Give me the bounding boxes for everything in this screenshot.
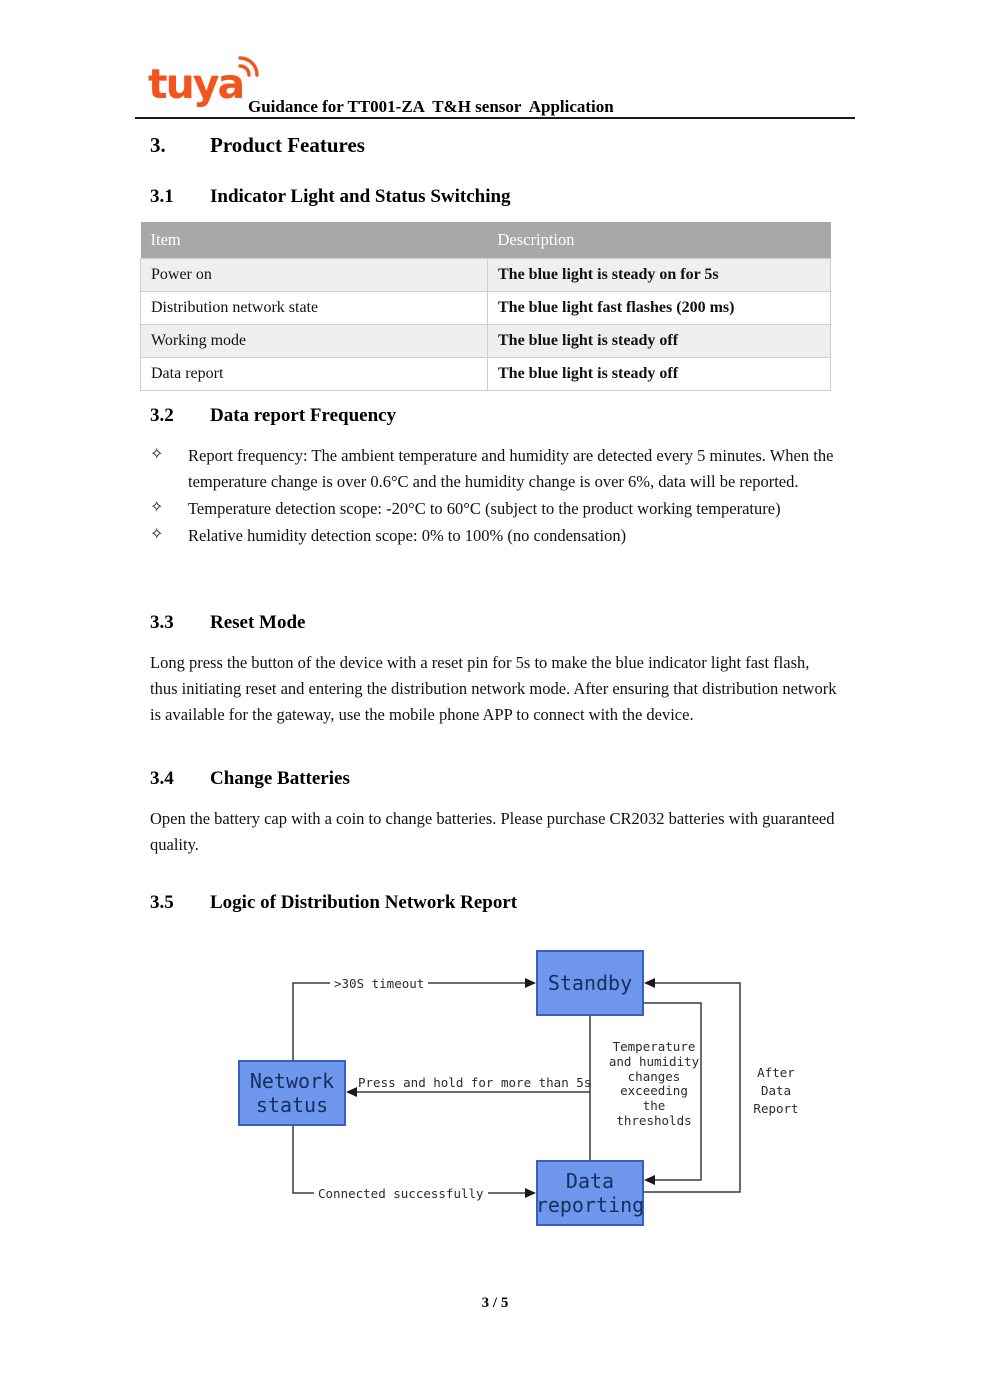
heading-indicator-light: 3.1 Indicator Light and Status Switching bbox=[150, 186, 511, 208]
list-item: ✧ Relative humidity detection scope: 0% … bbox=[150, 523, 840, 549]
table-row: Data report The blue light is steady off bbox=[140, 356, 831, 391]
edge-label-connected: Connected successfully bbox=[314, 1186, 488, 1201]
table-header-row: Item Description bbox=[140, 222, 831, 258]
heading-number: 3.2 bbox=[150, 405, 174, 426]
heading-data-report-frequency: 3.2 Data report Frequency bbox=[150, 405, 396, 427]
cell-item: Distribution network state bbox=[140, 290, 488, 325]
diamond-bullet-icon: ✧ bbox=[150, 526, 164, 543]
heading-text: Change Batteries bbox=[210, 768, 350, 789]
heading-text: Product Features bbox=[210, 133, 365, 157]
reset-mode-paragraph: Long press the button of the device with… bbox=[150, 653, 837, 724]
table-row: Power on The blue light is steady on for… bbox=[140, 257, 831, 292]
heading-network-report-logic: 3.5 Logic of Distribution Network Report bbox=[150, 892, 517, 914]
heading-text: Reset Mode bbox=[210, 612, 306, 633]
cell-description: The blue light fast flashes (200 ms) bbox=[487, 290, 831, 325]
heading-text: Logic of Distribution Network Report bbox=[210, 892, 518, 913]
table-row: Distribution network state The blue ligh… bbox=[140, 290, 831, 325]
bullet-text: Temperature detection scope: -20°C to 60… bbox=[188, 499, 781, 518]
document-title: Guidance for TT001-ZA T&H sensor Applica… bbox=[248, 97, 614, 116]
heading-number: 3.1 bbox=[150, 186, 174, 207]
heading-number: 3. bbox=[150, 133, 166, 157]
list-item: ✧ Temperature detection scope: -20°C to … bbox=[150, 496, 840, 522]
heading-change-batteries: 3.4 Change Batteries bbox=[150, 768, 350, 790]
column-header-description: Description bbox=[487, 222, 831, 258]
cell-description: The blue light is steady off bbox=[487, 356, 831, 391]
frequency-bullet-list: ✧ Report frequency: The ambient temperat… bbox=[150, 443, 840, 550]
tuya-logo-text: tuya bbox=[148, 60, 245, 108]
cell-item: Data report bbox=[140, 356, 488, 391]
node-standby: Standby bbox=[536, 950, 644, 1016]
cell-item: Power on bbox=[140, 257, 488, 292]
edge-label-threshold: Temperature and humidity changes exceedi… bbox=[608, 1039, 700, 1128]
diamond-bullet-icon: ✧ bbox=[150, 446, 164, 463]
flow-connectors bbox=[292, 978, 741, 1198]
heading-number: 3.5 bbox=[150, 892, 174, 913]
edge-label-after-report: After Data Report bbox=[753, 1065, 799, 1116]
tuya-logo: tuya bbox=[148, 56, 259, 108]
list-item: ✧ Report frequency: The ambient temperat… bbox=[150, 443, 840, 495]
state-flow-diagram: Standby Network status Data reporting >3… bbox=[230, 930, 840, 1240]
change-batteries-paragraph: Open the battery cap with a coin to chan… bbox=[150, 809, 835, 854]
node-data-reporting: Data reporting bbox=[536, 1160, 644, 1226]
cell-description: The blue light is steady on for 5s bbox=[487, 257, 831, 292]
bullet-text: Relative humidity detection scope: 0% to… bbox=[188, 526, 627, 545]
page-number: 3 / 5 bbox=[481, 1295, 509, 1311]
cell-description: The blue light is steady off bbox=[487, 323, 831, 358]
heading-number: 3.3 bbox=[150, 612, 174, 633]
wifi-signal-icon bbox=[238, 56, 259, 77]
node-network-status: Network status bbox=[238, 1060, 346, 1126]
edge-label-timeout: >30S timeout bbox=[330, 976, 429, 991]
heading-product-features: 3. Product Features bbox=[150, 133, 365, 158]
heading-text: Indicator Light and Status Switching bbox=[210, 186, 511, 207]
indicator-status-table: Item Description Power on The blue light… bbox=[140, 222, 831, 391]
table-row: Working mode The blue light is steady of… bbox=[140, 323, 831, 358]
heading-text: Data report Frequency bbox=[210, 405, 397, 426]
header-divider bbox=[135, 117, 855, 119]
diamond-bullet-icon: ✧ bbox=[150, 499, 164, 516]
edge-label-press-hold: Press and hold for more than 5s bbox=[358, 1075, 592, 1090]
cell-item: Working mode bbox=[140, 323, 488, 358]
column-header-item: Item bbox=[140, 222, 488, 258]
heading-reset-mode: 3.3 Reset Mode bbox=[150, 612, 306, 634]
bullet-text: Report frequency: The ambient temperatur… bbox=[188, 446, 834, 491]
heading-number: 3.4 bbox=[150, 768, 174, 789]
